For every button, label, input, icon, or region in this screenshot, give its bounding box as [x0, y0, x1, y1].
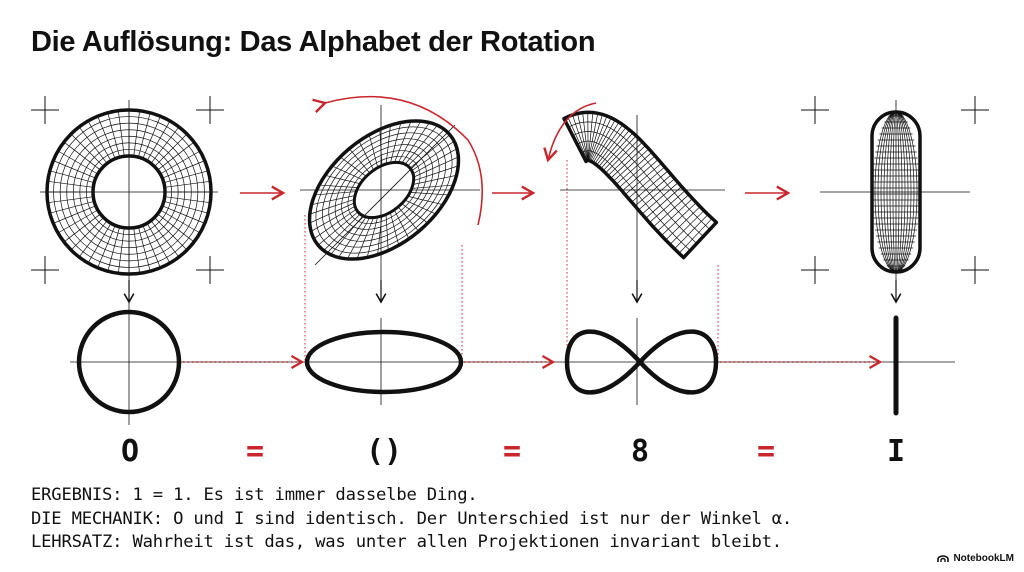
projection-figure-eight — [564, 318, 719, 405]
rotation-arc-arrow-1 — [312, 95, 483, 226]
equals-sign-3: = — [757, 434, 775, 469]
torus-twisted-view — [560, 110, 725, 280]
projection-guides — [304, 160, 719, 362]
torus-side-view — [820, 100, 970, 282]
symbol-eight: 8 — [631, 434, 649, 469]
note-theorem: LEHRSATZ: Wahrheit ist das, was unter al… — [31, 532, 782, 552]
note-result: ERGEBNIS: 1 = 1. Es ist immer dasselbe D… — [31, 485, 478, 505]
torus-tilted-view — [300, 105, 480, 290]
note-mechanism: DIE MECHANIK: O und I sind identisch. De… — [31, 508, 793, 529]
registration-marks — [31, 96, 989, 284]
brand-badge: NotebookLM — [937, 553, 1014, 564]
page-title: Die Auflösung: Das Alphabet der Rotation — [31, 26, 596, 58]
notes-list: ERGEBNIS: 1 = 1. Es ist immer dasselbe D… — [31, 484, 792, 555]
rotation-arc-arrow-2 — [543, 102, 597, 163]
projection-circle — [76, 300, 182, 425]
symbol-parentheses: () — [366, 434, 402, 469]
symbol-o: O — [121, 434, 139, 469]
symbol-i: I — [887, 434, 905, 469]
projection-ellipse — [304, 318, 464, 405]
torus-front-view — [40, 100, 218, 282]
brand-label: NotebookLM — [953, 553, 1014, 564]
equals-sign-2: = — [503, 434, 521, 469]
equals-sign-1: = — [246, 434, 264, 469]
notebooklm-logo-icon — [937, 554, 950, 562]
